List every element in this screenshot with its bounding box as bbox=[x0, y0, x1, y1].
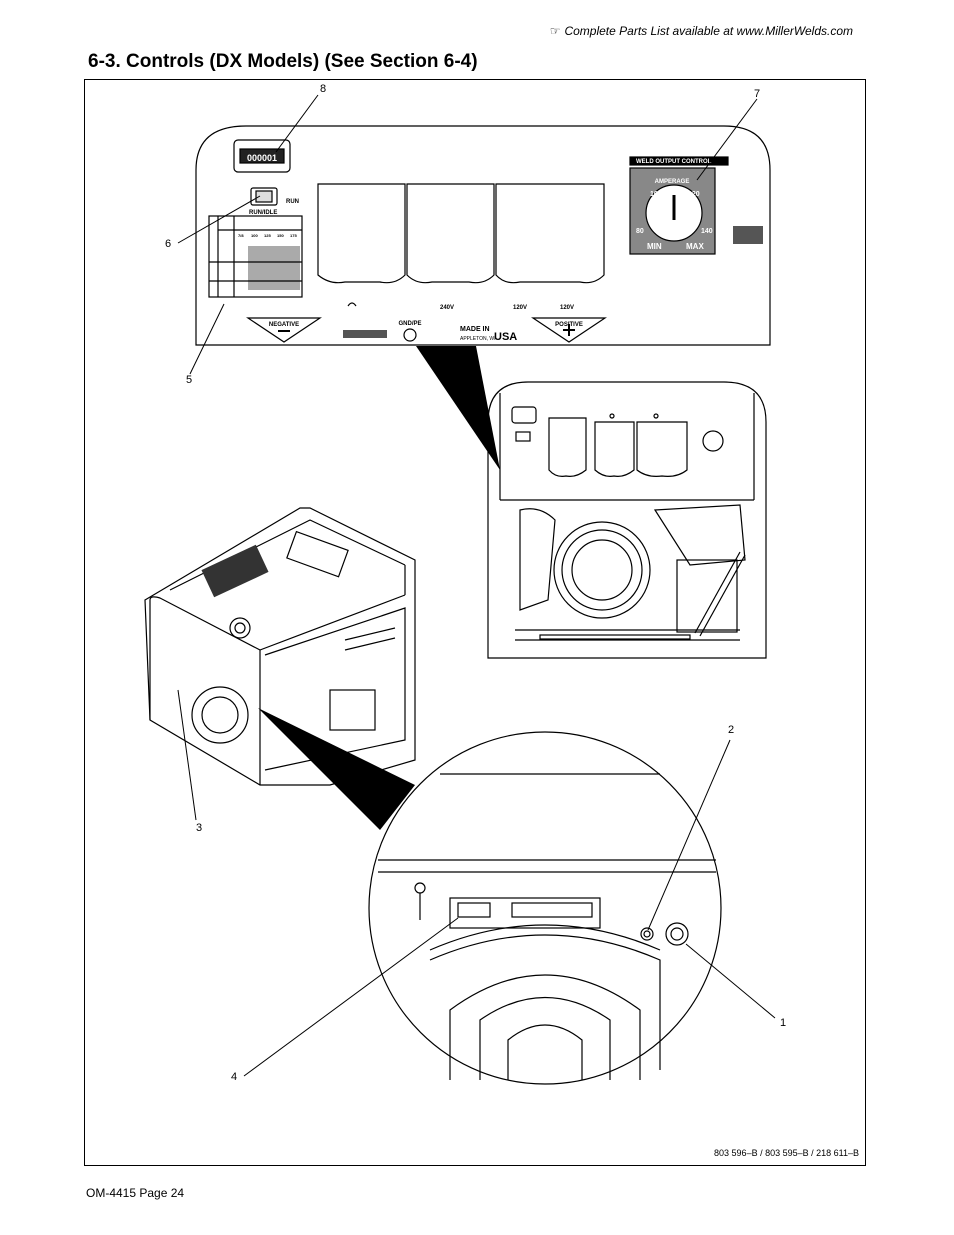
leader-4 bbox=[243, 917, 459, 1077]
leader-1 bbox=[685, 943, 776, 1019]
dial-mark-120: 120 bbox=[688, 191, 700, 198]
zoom-wedge-top bbox=[416, 346, 500, 470]
engine-flywheel bbox=[553, 521, 651, 619]
fuel-shutoff bbox=[665, 922, 689, 946]
negative-stud-triangle bbox=[246, 317, 322, 343]
engine-shroud bbox=[449, 974, 641, 1080]
receptacle-cover-1 bbox=[317, 183, 406, 284]
ground-symbol bbox=[403, 328, 417, 342]
engine-view-outline bbox=[487, 381, 767, 659]
pointing-hand-icon: ☞ bbox=[549, 24, 561, 38]
figure-frame bbox=[84, 79, 866, 1166]
parts-list-note: ☞Complete Parts List available at www.Mi… bbox=[550, 24, 853, 38]
magnified-view-circle bbox=[368, 731, 722, 1085]
hour-meter-reading: 000001 bbox=[247, 153, 277, 163]
zoom-wedge-bottom bbox=[258, 708, 415, 830]
table-col-2: 100 bbox=[251, 233, 258, 238]
leader-2 bbox=[647, 739, 731, 931]
positive-label: POSITIVE bbox=[555, 322, 583, 328]
max-label: MAX bbox=[686, 242, 704, 251]
made-in-label: MADE IN bbox=[460, 326, 490, 333]
callout-8: 8 bbox=[320, 83, 327, 95]
dial-mark-140: 140 bbox=[701, 228, 713, 235]
receptacle-cover-2 bbox=[406, 183, 495, 284]
made-in-city: APPLETON, WI bbox=[460, 336, 495, 342]
section-title: 6-3. Controls (DX Models) (See Section 6… bbox=[88, 51, 478, 72]
receptacle-label-120v-b: 120V bbox=[560, 305, 574, 311]
engine-fan bbox=[191, 686, 249, 744]
min-label: MIN bbox=[647, 242, 662, 251]
leader-6 bbox=[177, 195, 261, 244]
table-col-1: 7/8 bbox=[238, 233, 244, 238]
parts-list-note-text: Complete Parts List available at www.Mil… bbox=[564, 24, 853, 38]
callout-7: 7 bbox=[754, 88, 761, 100]
dial-mark-100: 100 bbox=[650, 191, 662, 198]
leader-3 bbox=[177, 689, 197, 821]
table-col-4: 150 bbox=[277, 233, 284, 238]
amperage-label: AMPERAGE bbox=[655, 179, 690, 185]
circuit-breaker bbox=[640, 927, 654, 941]
negative-label: NEGATIVE bbox=[269, 322, 299, 328]
callout-3: 3 bbox=[196, 822, 203, 834]
positive-stud-triangle bbox=[531, 317, 607, 343]
callout-6: 6 bbox=[165, 238, 172, 250]
dial-mark-80: 80 bbox=[636, 228, 644, 235]
settings-table bbox=[208, 215, 303, 298]
receptacle-label-120v-a: 120V bbox=[513, 305, 527, 311]
leader-7 bbox=[696, 98, 758, 181]
fuel-cap bbox=[229, 617, 251, 639]
front-panel-outline bbox=[195, 125, 771, 346]
receptacle-label-240v: 240V bbox=[440, 305, 454, 311]
page-footer: OM-4415 Page 24 bbox=[86, 1186, 185, 1200]
table-col-3: 125 bbox=[264, 233, 271, 238]
ground-label: GND/PE bbox=[398, 321, 421, 327]
table-col-5: 175 bbox=[290, 233, 297, 238]
weld-output-label: WELD OUTPUT CONTROL bbox=[636, 159, 712, 165]
callout-4: 4 bbox=[231, 1071, 238, 1083]
drawing-number: 803 596–B / 803 595–B / 218 611–B bbox=[714, 1148, 859, 1158]
control-box bbox=[449, 897, 601, 929]
leader-8 bbox=[275, 94, 319, 153]
made-in-country: USA bbox=[494, 331, 517, 343]
hour-meter bbox=[233, 139, 291, 173]
welder-frame bbox=[144, 507, 416, 786]
callout-2: 2 bbox=[728, 724, 735, 736]
run-idle-switch bbox=[250, 187, 278, 206]
callout-5: 5 bbox=[186, 374, 193, 386]
callout-1: 1 bbox=[780, 1017, 787, 1029]
switch-left-label: RUN/IDLE bbox=[249, 210, 277, 216]
switch-right-label: RUN bbox=[286, 199, 299, 205]
receptacle-cover-3 bbox=[495, 183, 605, 284]
leader-5 bbox=[189, 303, 225, 375]
